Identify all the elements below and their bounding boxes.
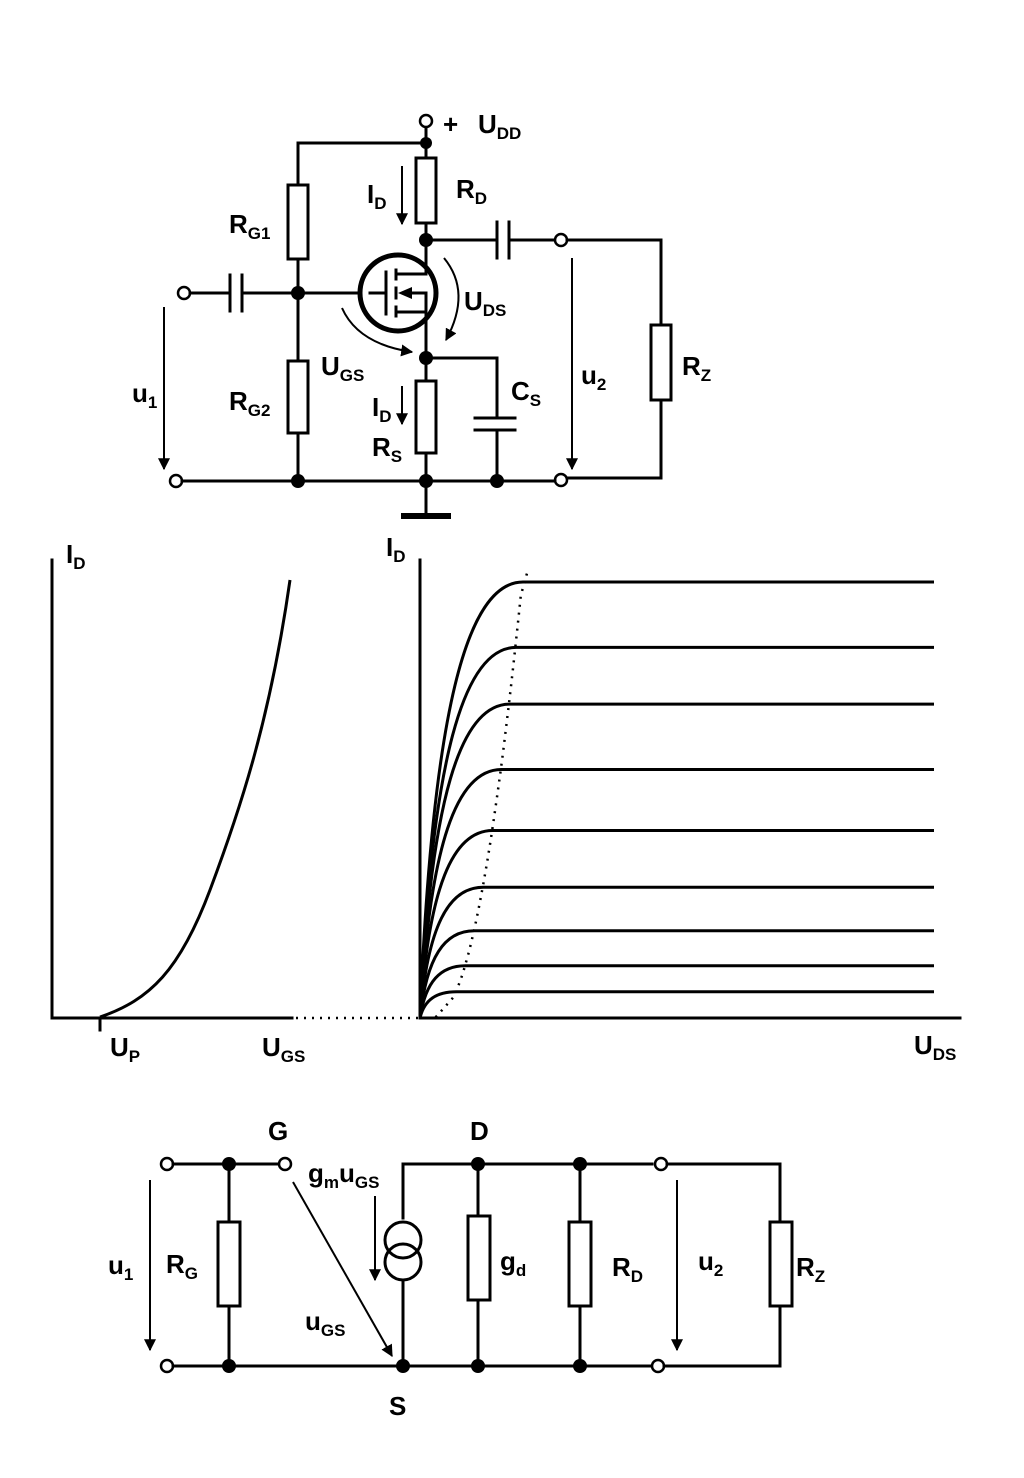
output-curve-2 <box>418 990 934 1019</box>
gate-label: G <box>268 1116 288 1146</box>
gm-ugs-label: gmuGS <box>308 1158 379 1192</box>
drain-label: D <box>470 1116 489 1146</box>
udd-terminal <box>418 113 434 129</box>
cs-label: CS <box>511 376 541 410</box>
transfer-curve <box>99 579 292 1019</box>
ss-rd-label: RD <box>612 1252 643 1286</box>
rg2-label: RG2 <box>229 386 270 420</box>
output-xlabel: UDS <box>914 1030 956 1064</box>
uds-arrow <box>443 257 460 342</box>
output-curve-8 <box>418 702 934 1019</box>
output-terminal-bottom <box>553 472 569 488</box>
rz-resistor <box>649 323 673 402</box>
ss-input-terminal-bottom <box>159 1358 175 1374</box>
output-curve-5 <box>418 885 934 1019</box>
ss-u1-label: u1 <box>108 1250 133 1284</box>
ss-rz-resistor <box>768 1220 794 1308</box>
gd-label: gd <box>500 1246 526 1280</box>
ugs-control-arrow <box>292 1181 393 1358</box>
ss-output-terminal-bottom <box>650 1358 666 1374</box>
ss-ugs-label: uGS <box>305 1306 345 1340</box>
ss-output-terminal-top <box>653 1156 669 1172</box>
id-label-top: ID <box>367 179 387 213</box>
transfer-xlabel: UGS <box>262 1032 305 1066</box>
ugs-label: UGS <box>321 351 364 385</box>
output-curve-7 <box>418 768 934 1019</box>
mosfet-symbol <box>357 252 439 360</box>
u1-label: u1 <box>132 378 157 412</box>
uds-label: UDS <box>464 286 506 320</box>
output-terminal-top <box>553 232 569 248</box>
input-terminal <box>176 285 192 301</box>
udd-label: UDD <box>478 109 521 143</box>
transfer-characteristic-plot: ID UP UGS <box>50 539 420 1066</box>
rg2-resistor <box>286 359 310 435</box>
gate-terminal <box>277 1156 293 1172</box>
transfer-ylabel: ID <box>66 539 86 573</box>
input-ground-terminal <box>168 473 184 489</box>
amplifier-schematic: + UDD RG1 RG2 ID RD UDS UGS u1 ID RS CS … <box>132 109 711 519</box>
ss-rd-resistor <box>567 1220 593 1308</box>
output-curve-4 <box>418 929 934 1019</box>
ugs-arrow <box>341 307 414 357</box>
udd-plus: + <box>443 109 458 139</box>
source-label: S <box>389 1391 406 1421</box>
ss-u2-label: u2 <box>698 1246 723 1280</box>
output-ylabel: ID <box>386 532 406 566</box>
rs-resistor <box>414 379 438 455</box>
output-curve-6 <box>418 829 934 1019</box>
output-curve-10 <box>418 580 934 1019</box>
output-curves <box>418 580 934 1020</box>
rg-resistor <box>216 1220 242 1308</box>
gd-resistor <box>466 1214 492 1302</box>
up-label: UP <box>110 1032 140 1066</box>
rg1-label: RG1 <box>229 209 270 243</box>
u2-label: u2 <box>581 360 606 394</box>
id-label-bottom: ID <box>372 392 392 426</box>
current-source-symbol <box>383 1220 423 1282</box>
rz-label: RZ <box>682 351 711 385</box>
small-signal-equivalent: G D S gmuGS u1 RG uGS gd RD u2 RZ <box>108 1116 825 1421</box>
ss-rz-label: RZ <box>796 1252 825 1286</box>
rs-label: RS <box>372 432 402 466</box>
rg-label: RG <box>166 1249 198 1283</box>
rd-label: RD <box>456 174 487 208</box>
ss-input-terminal-top <box>159 1156 175 1172</box>
output-characteristics-plot: ID UDS <box>386 532 962 1064</box>
rd-resistor <box>414 156 438 225</box>
rg1-resistor <box>286 183 310 261</box>
